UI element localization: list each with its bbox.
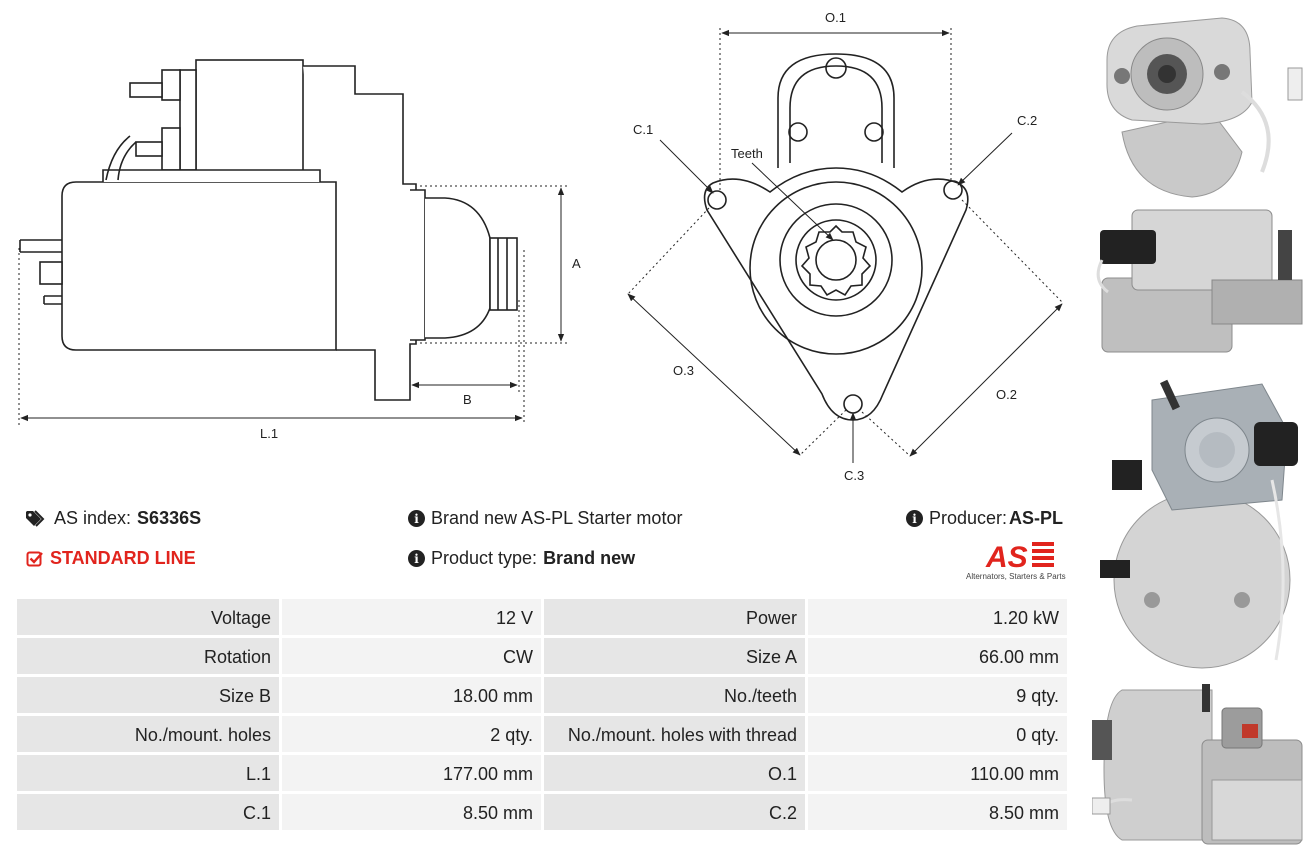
table-row: Rotation CW Size A 66.00 mm [17,638,1067,674]
spec-value: 8.50 mm [282,794,541,830]
spec-value: 66.00 mm [808,638,1067,674]
dim-label-o2: O.2 [996,387,1017,402]
as-index-label: AS index: [54,508,132,528]
dim-label-o1: O.1 [825,10,846,25]
product-type-value: Brand new [543,548,636,568]
tags-icon [26,509,45,527]
dim-label-c3: C.3 [844,468,864,483]
side-view-dimensions [18,185,568,425]
specs-table: Voltage 12 V Power 1.20 kW Rotation CW S… [14,596,1070,833]
spec-label: Power [544,599,805,635]
spec-label: Size B [17,677,279,713]
product-type-row: i Product type: Brand new [408,548,635,569]
front-view-dimensions [627,28,1063,463]
product-photo-top[interactable] [1092,680,1308,852]
table-row: C.1 8.50 mm C.2 8.50 mm [17,794,1067,830]
spec-value: 2 qty. [282,716,541,752]
spec-value: 12 V [282,599,541,635]
info-icon: i [906,510,923,527]
spec-label: Rotation [17,638,279,674]
info-icon: i [408,510,425,527]
spec-value: 0 qty. [808,716,1067,752]
product-photo-side[interactable] [1092,200,1308,360]
table-row: Size B 18.00 mm No./teeth 9 qty. [17,677,1067,713]
dim-label-c1: C.1 [633,122,653,137]
as-index-row: AS index: S6336S [26,508,201,529]
svg-text:AS: AS [985,541,1028,574]
dim-label-l1: L.1 [260,426,278,441]
spec-label: No./mount. holes [17,716,279,752]
dim-label-teeth: Teeth [731,146,763,161]
product-description: Brand new AS-PL Starter motor [431,508,683,528]
spec-label: Size A [544,638,805,674]
svg-text:Alternators, Starters & Parts: Alternators, Starters & Parts [966,572,1066,581]
spec-value: 9 qty. [808,677,1067,713]
table-row: L.1 177.00 mm O.1 110.00 mm [17,755,1067,791]
spec-value: 177.00 mm [282,755,541,791]
dim-label-o3: O.3 [673,363,694,378]
spec-label: C.2 [544,794,805,830]
product-photo-rear[interactable] [1092,370,1308,670]
table-row: Voltage 12 V Power 1.20 kW [17,599,1067,635]
spec-label: O.1 [544,755,805,791]
spec-label: Voltage [17,599,279,635]
spec-value: 110.00 mm [808,755,1067,791]
spec-label: L.1 [17,755,279,791]
producer-value: AS-PL [1009,508,1064,528]
table-row: No./mount. holes 2 qty. No./mount. holes… [17,716,1067,752]
technical-drawing: A B L.1 O.1 C.1 C.2 Teeth O.3 O.2 [18,10,1063,483]
dim-label-a: A [572,256,581,271]
front-view-drawing [703,53,969,421]
spec-label: No./mount. holes with thread [544,716,805,752]
check-square-icon [26,551,43,566]
dim-label-b: B [463,392,472,407]
spec-value: 8.50 mm [808,794,1067,830]
spec-value: 1.20 kW [808,599,1067,635]
spec-label: No./teeth [544,677,805,713]
producer-row: i Producer: AS-PL [906,508,1063,529]
as-index-value: S6336S [137,508,202,528]
as-pl-logo: AS Alternators, Starters & Parts [966,541,1066,581]
side-view-drawing [19,59,518,401]
dim-label-c2: C.2 [1017,113,1037,128]
spec-value: CW [282,638,541,674]
producer-label: Producer: [929,508,1008,528]
product-type-label: Product type: [431,548,538,568]
standard-line-row: STANDARD LINE [26,548,196,569]
spec-value: 18.00 mm [282,677,541,713]
info-icon: i [408,550,425,567]
description-row: i Brand new AS-PL Starter motor [408,508,682,529]
product-photo-front[interactable] [1092,12,1308,200]
spec-label: C.1 [17,794,279,830]
standard-line-label: STANDARD LINE [50,548,196,568]
